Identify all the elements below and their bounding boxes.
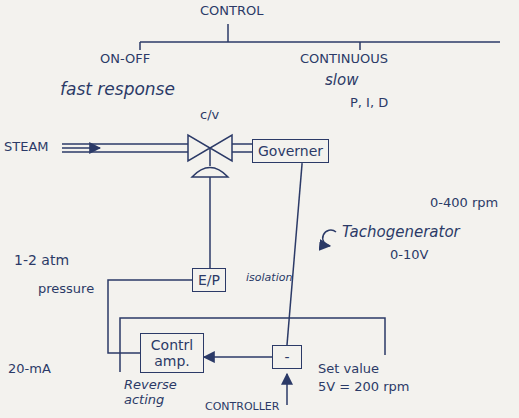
annotation-label: CONTINUOUS: [300, 52, 388, 67]
signal-line: [287, 163, 302, 345]
bracket-line: [139, 42, 141, 50]
annotation-label: slow: [325, 72, 358, 89]
steam-pipe: [232, 151, 252, 153]
steam-pipe: [62, 143, 188, 145]
actuator-dome: [192, 168, 228, 178]
governor-box: Governer: [252, 139, 329, 163]
annotation-label: CONTROL: [200, 4, 263, 19]
annotation-label: 0-10V: [390, 248, 428, 263]
bracket-line: [227, 24, 229, 42]
annotation-label: P, I, D: [350, 96, 388, 111]
annotation-label: pressure: [38, 282, 94, 297]
steam-arrow: [62, 147, 100, 149]
annotation-label: ON-OFF: [100, 52, 150, 67]
steam-pipe: [232, 143, 252, 145]
annotation-label: Reverse acting: [124, 378, 186, 408]
signal-line: [204, 356, 272, 358]
annotation-label: isolation: [246, 272, 292, 285]
node-text: Governer: [258, 143, 323, 159]
node-text: Contrl amp.: [146, 337, 198, 369]
set-value-arrow: [286, 374, 288, 405]
annotation-label: CONTROLLER: [205, 401, 279, 414]
annotation-label: 20-mA: [8, 362, 51, 377]
node-text: E/P: [198, 272, 220, 288]
steam-pipe: [62, 151, 188, 153]
annotation-label: fast response: [60, 80, 175, 100]
comparator-box: -: [272, 345, 302, 369]
node-text: -: [278, 349, 296, 365]
actuator-stem: [209, 177, 211, 268]
valve-stem: [209, 148, 211, 166]
annotation-label: 0-400 rpm: [430, 196, 498, 211]
bracket-line: [140, 41, 500, 43]
annotation-label: STEAM: [4, 140, 49, 155]
annotation-label: c/v: [200, 108, 219, 123]
amplifier-box: Contrl amp.: [140, 333, 204, 373]
rotation-symbol: [323, 230, 336, 246]
converter-box: E/P: [192, 268, 226, 292]
annotation-label: Set value: [318, 362, 379, 377]
bracket-line: [359, 42, 361, 50]
annotation-label: 1-2 atm: [14, 252, 69, 268]
annotation-label: Tachogenerator: [342, 224, 460, 241]
annotation-label: 5V = 200 rpm: [318, 380, 410, 395]
